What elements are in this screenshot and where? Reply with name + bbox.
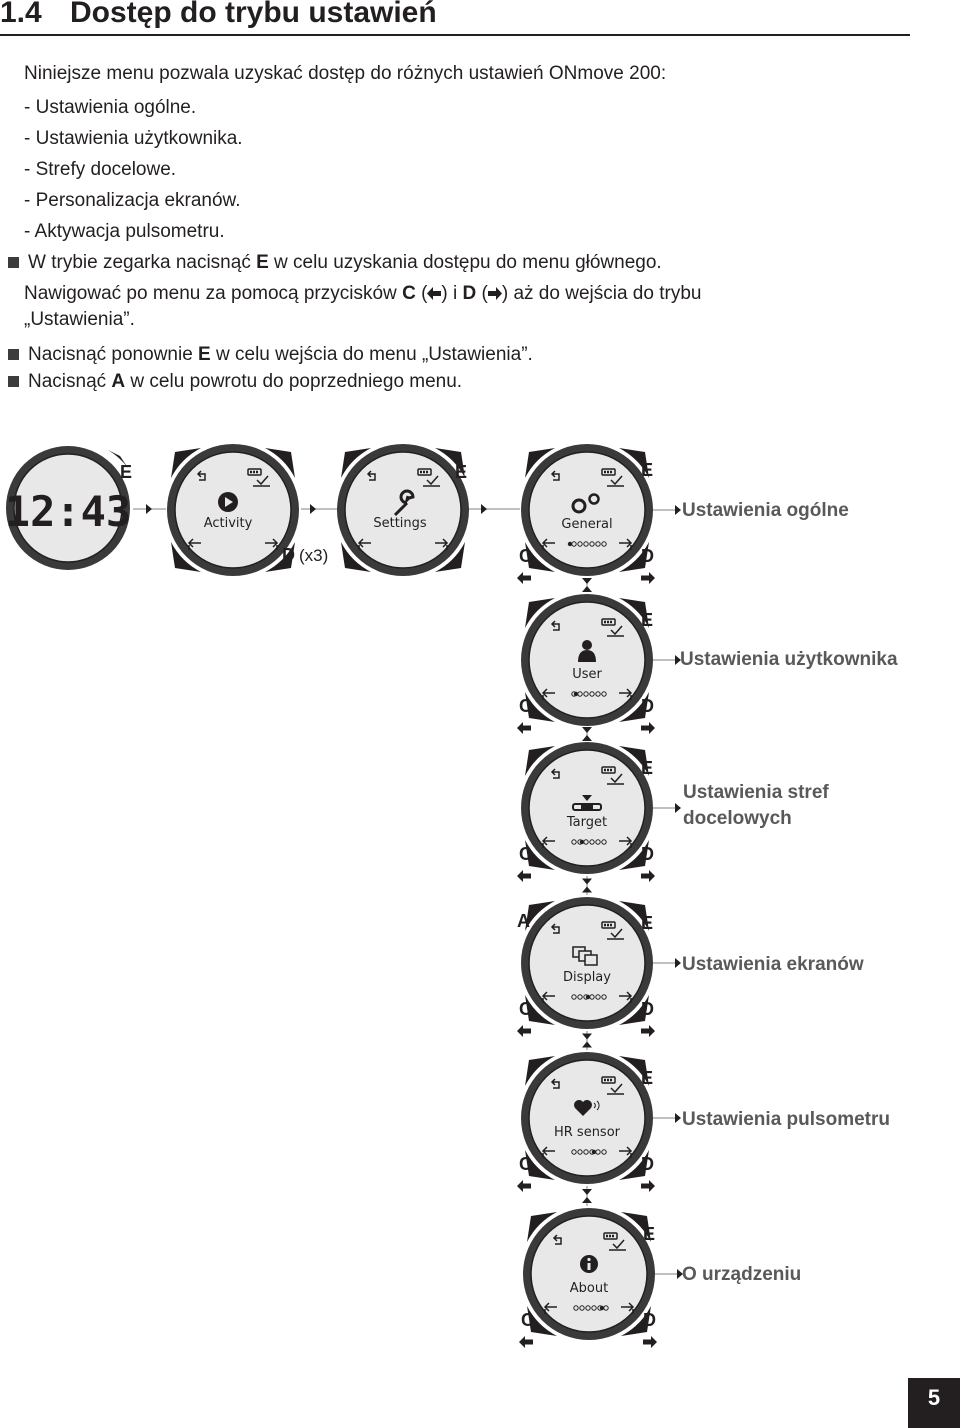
key-label: C — [402, 283, 416, 304]
step-text: W trybie zegarka nacisnąć — [28, 252, 257, 273]
key-d-label: D — [282, 545, 295, 565]
list-item: - Ustawienia użytkownika. — [24, 128, 243, 149]
arrow-left-icon — [519, 1336, 533, 1348]
key-label: A — [111, 371, 126, 392]
watch-clock: 12:43 — [5, 446, 131, 570]
watch-about: About — [522, 1207, 656, 1341]
key-label: D — [462, 283, 477, 304]
vertical-connector — [582, 1186, 592, 1206]
key-e-label: E — [455, 462, 467, 482]
bullet-square — [8, 257, 19, 268]
result-label: Ustawienia stref — [683, 782, 829, 803]
step-3: Nacisnąć A w celu powrotu do poprzednieg… — [28, 370, 462, 394]
result-label: Ustawienia ogólne — [682, 500, 849, 521]
step-text: ( — [415, 283, 428, 304]
target-zone-icon — [572, 795, 602, 811]
result-labels: Ustawienia ogólne Ustawienia użytkownika… — [680, 500, 898, 1285]
connector-arrow — [675, 1113, 681, 1123]
section-title: Dostęp do trybu ustawień — [70, 0, 437, 29]
screen-label: Activity — [204, 516, 253, 531]
list-item: - Aktywacja pulsometru. — [24, 221, 225, 242]
vertical-connector — [582, 1031, 592, 1050]
connector-arrow — [675, 803, 681, 813]
clock-time: 12:43 — [5, 487, 131, 536]
step-text: ) i — [441, 283, 463, 304]
list-item: - Strefy docelowe. — [24, 159, 177, 180]
watch-general: General — [520, 443, 654, 577]
screen-label: Settings — [373, 516, 427, 531]
vertical-connector — [582, 727, 592, 741]
step-text: w celu uzyskania dostępu do menu główneg… — [268, 252, 662, 273]
watch-hr-sensor: HR sensor — [520, 1051, 654, 1185]
watch-target: Target — [520, 741, 654, 875]
watch-settings: Settings — [336, 443, 470, 577]
intro-text: Niniejsze menu pozwala uzyskać dostęp do… — [24, 63, 667, 84]
arrow-right-icon — [641, 1025, 655, 1037]
screen-label: About — [570, 1281, 608, 1296]
section-number: 1.4 — [0, 0, 42, 29]
arrow-left-icon — [427, 287, 442, 300]
screen-label: Target — [566, 815, 607, 830]
heart-icon — [574, 1100, 592, 1116]
gears-icon — [571, 493, 600, 514]
result-label: Ustawienia pulsometru — [682, 1109, 890, 1130]
arrow-right-icon — [641, 572, 655, 584]
user-icon — [578, 640, 596, 662]
arrow-left-icon — [517, 722, 531, 734]
key-label: E — [256, 252, 269, 273]
step-1: W trybie zegarka nacisnąć E w celu uzysk… — [28, 251, 662, 275]
result-label: O urządzeniu — [682, 1264, 801, 1285]
arrow-left-icon — [517, 572, 531, 584]
bullet-square — [8, 349, 19, 360]
arrow-right-icon — [487, 287, 502, 300]
key-a-label: A — [517, 911, 530, 931]
watch-user: User — [520, 593, 654, 727]
step-text: Nacisnąć — [28, 371, 112, 392]
result-label: Ustawienia użytkownika — [680, 649, 898, 670]
result-label: Ustawienia ekranów — [682, 954, 864, 975]
wrench-icon — [393, 489, 415, 517]
step-text: Nawigować po menu za pomocą przycisków — [24, 283, 403, 304]
press-count: (x3) — [299, 546, 328, 565]
screen-label: User — [572, 667, 602, 682]
watch-display: Display — [520, 896, 654, 1030]
arrow-right-icon — [641, 870, 655, 882]
connector-arrow — [675, 655, 681, 665]
screen-label: General — [561, 517, 612, 532]
screens-icon — [572, 946, 598, 966]
info-icon — [580, 1255, 598, 1273]
step-text: w celu wejścia do menu „Ustawienia”. — [210, 344, 533, 365]
arrow-right-icon — [643, 1336, 657, 1348]
arrow-right-icon — [641, 1180, 655, 1192]
result-label: docelowych — [683, 808, 792, 829]
bullet-square — [8, 376, 19, 387]
list-item: - Ustawienia ogólne. — [24, 97, 197, 118]
step-text: ( — [476, 283, 488, 304]
top-row-connectors — [133, 504, 520, 514]
arrow-left-icon — [517, 1180, 531, 1192]
connector-arrow — [677, 1269, 683, 1279]
step-text: w celu powrotu do poprzedniego menu. — [125, 371, 463, 392]
step-text: Nacisnąć ponownie — [28, 344, 199, 365]
step-1-navigation: Nawigować po menu za pomocą przycisków C… — [24, 282, 701, 306]
step-1-end: „Ustawienia”. — [24, 309, 135, 330]
watch-activity: Activity — [166, 443, 300, 577]
section-heading: 1.4 Dostęp do trybu ustawień — [0, 0, 910, 36]
arrow-right-icon — [641, 722, 655, 734]
list-item: - Personalizacja ekranów. — [24, 190, 241, 211]
screen-label: Display — [563, 970, 611, 985]
key-label: E — [198, 344, 211, 365]
arrow-left-icon — [517, 1025, 531, 1037]
connector-arrow — [675, 505, 681, 515]
screen-label: HR sensor — [554, 1125, 621, 1140]
vertical-connector — [582, 876, 592, 895]
vertical-connector — [582, 578, 592, 592]
connector-arrow — [675, 958, 681, 968]
key-e-label: E — [120, 462, 132, 482]
settings-navigation-diagram: 12:43 E Activity D (x3) Settings E ECDEC… — [5, 443, 898, 1348]
step-text: ) aż do wejścia do trybu — [501, 283, 702, 304]
step-2: Nacisnąć ponownie E w celu wejścia do me… — [28, 343, 533, 367]
page-number: 5 — [908, 1378, 960, 1428]
arrow-left-icon — [517, 870, 531, 882]
